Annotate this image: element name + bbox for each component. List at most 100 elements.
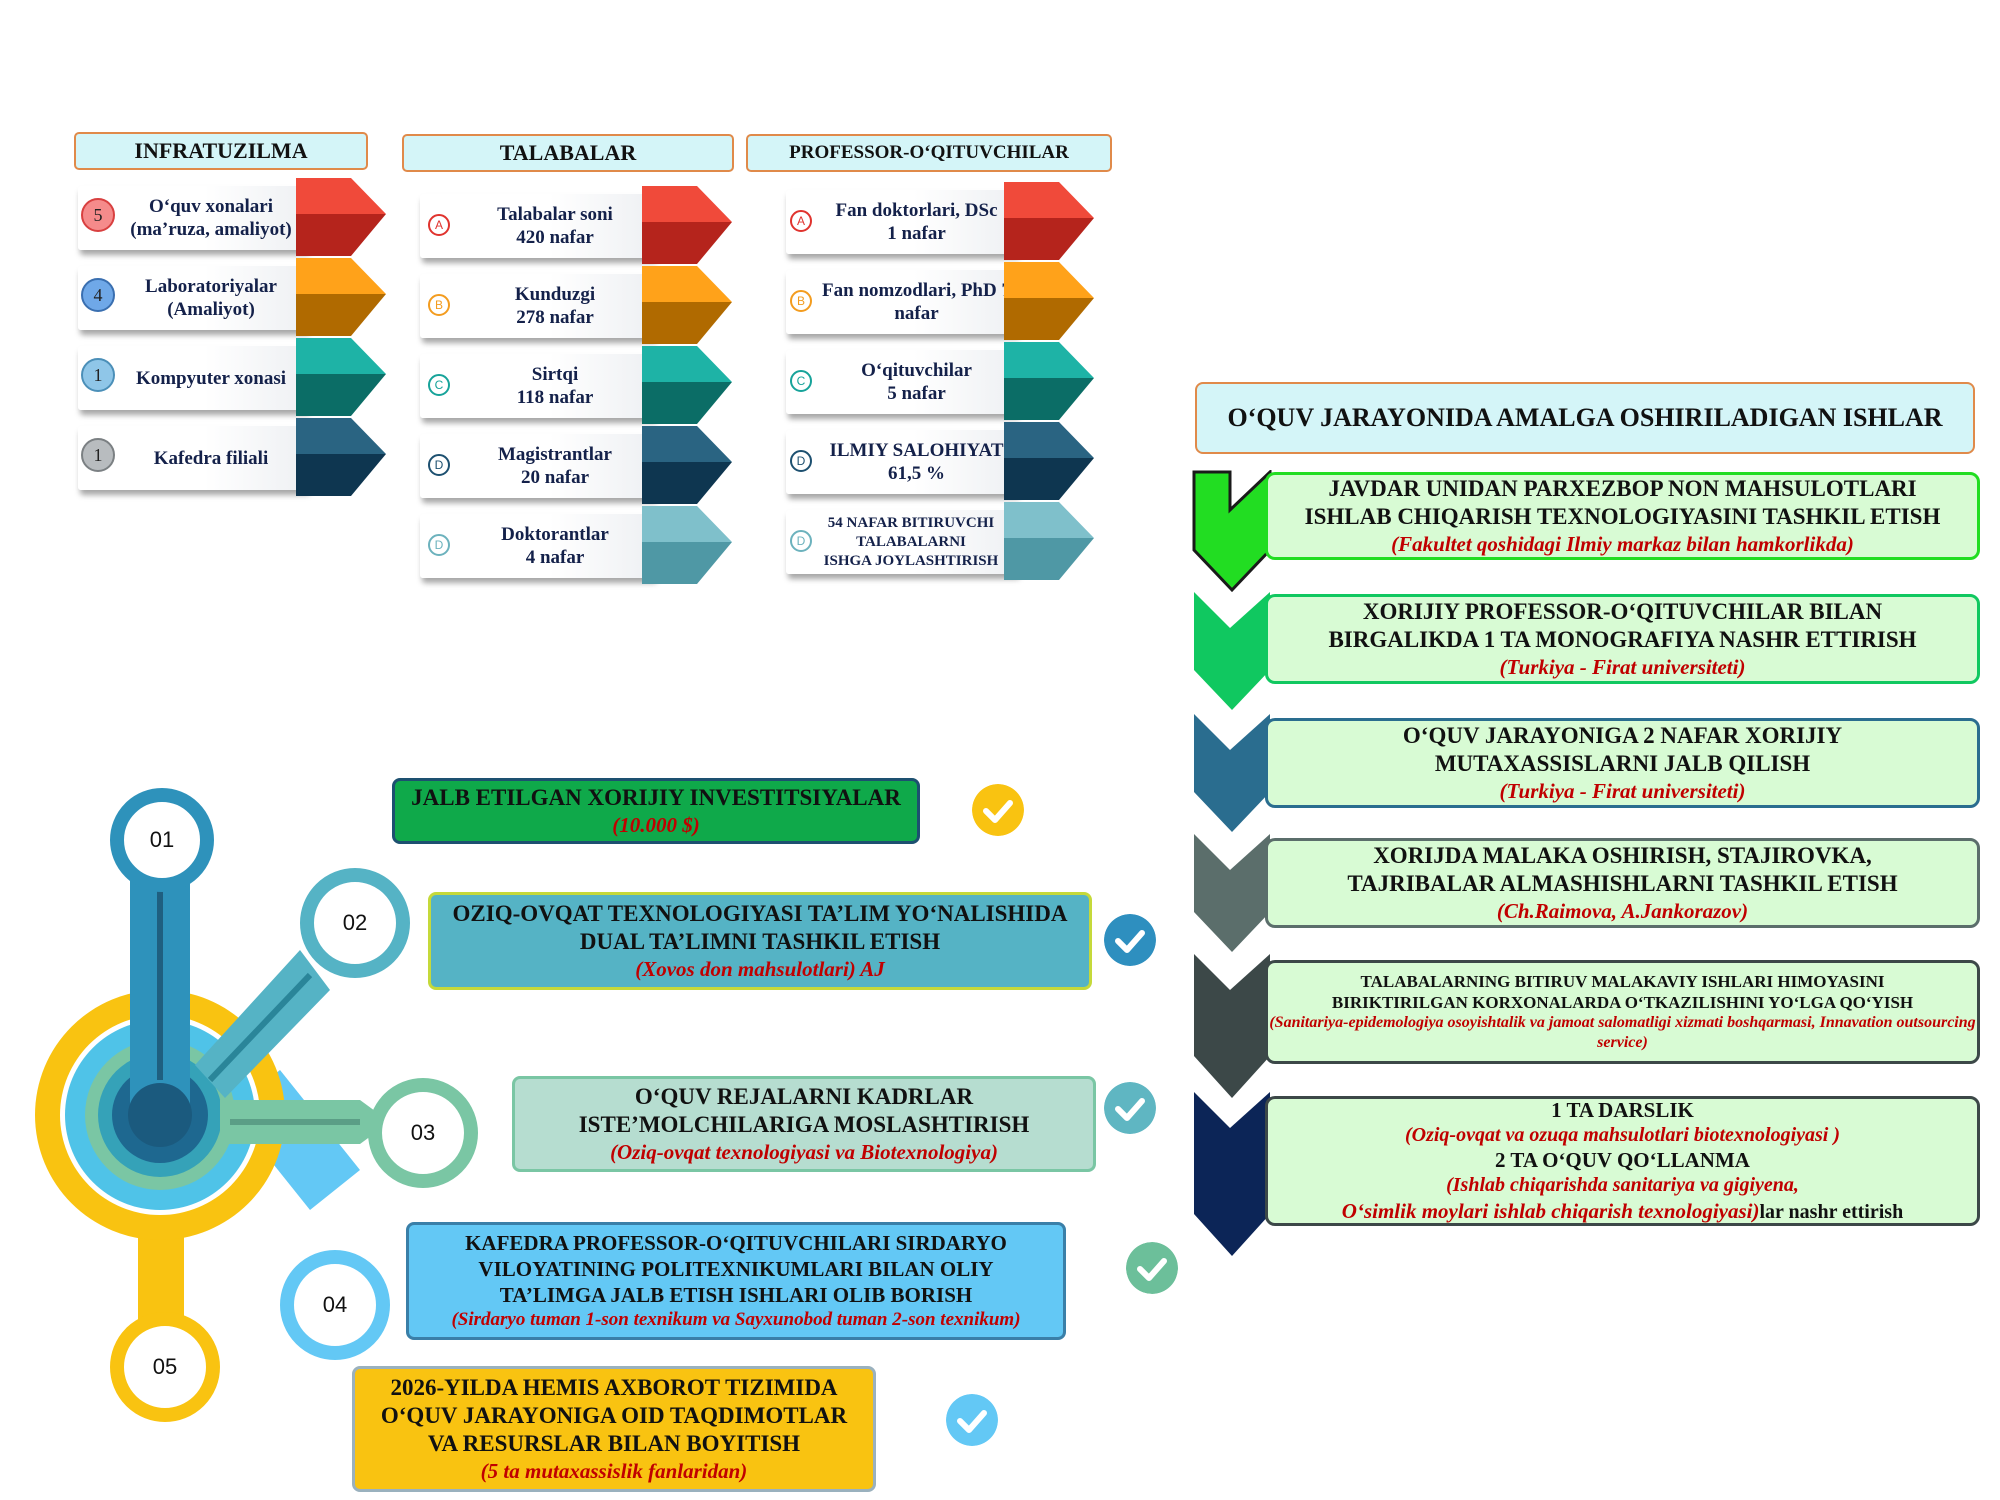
step-subtitle: (Oziq-ovqat va ozuqa mahsulotlari biotex…: [1404, 1123, 1841, 1146]
info-line: VA RESURSLAR BILAN BOYITISH: [427, 1431, 801, 1456]
talaba-item-label: Talabalar soni 420 nafar: [460, 194, 650, 258]
infra-item-label: O‘quv xonalari (ma’ruza, amaliyot): [130, 196, 292, 240]
info-subtitle: (Sirdaryo tuman 1-son texnikum va Sayxun…: [451, 1309, 1021, 1330]
talaba-item-3: C Sirtqi 118 nafar: [420, 346, 740, 426]
step-line: XORIJDA MALAKA OSHIRISH, STAJIROVKA,: [1373, 843, 1872, 868]
infra-item-label: Kafedra filiali: [153, 447, 269, 469]
professor-item-5: D 54 NAFAR BITIRUVCHI TALABALARNI ISHGA …: [786, 502, 1106, 582]
professor-item-3: C O‘qituvchilar 5 nafar: [786, 342, 1106, 422]
info-line: O‘QUV REJALARNI KADRLAR: [634, 1084, 974, 1109]
step-line: O‘QUV JARAYONIGA 2 NAFAR XORIJIY: [1402, 723, 1843, 748]
chevron-arrow-icon: [1004, 342, 1094, 420]
talaba-item-2: B Kunduzgi 278 nafar: [420, 266, 740, 346]
professor-item-label: O‘qituvchilar 5 nafar: [814, 350, 1019, 414]
step-subtitle: (Ch.Raimova, A.Jankorazov): [1496, 899, 1749, 923]
item-title: O‘qituvchilar: [861, 360, 972, 381]
infra-item-label: Kompyuter xonasi: [135, 367, 287, 389]
count-badge: 4: [81, 278, 115, 312]
step-last-line: O‘simlik moylari ishlab chiqarish texnol…: [1268, 1198, 1977, 1225]
step-number-03: 03: [368, 1078, 478, 1188]
chevron-arrow-icon: [642, 506, 732, 584]
item-title: Magistrantlar: [498, 444, 612, 465]
talaba-item-label: Doktorantlar 4 nafar: [460, 514, 650, 578]
check-icon: [1104, 914, 1156, 966]
info-box-1: JALB ETILGAN XORIJIY INVESTITSIYALAR (10…: [392, 778, 920, 844]
chevron-arrow-icon: [1004, 262, 1094, 340]
step-subtitle: (Turkiya - Firat universiteti): [1499, 779, 1746, 803]
check-icon: [1104, 1082, 1156, 1134]
info-subtitle: (Xovos don mahsulotlari) AJ: [635, 957, 885, 981]
item-value: 118 nafar: [516, 387, 594, 408]
step-chevron-icon: [1194, 1092, 1270, 1256]
info-subtitle: (5 ta mutaxassislik fanlaridan): [480, 1459, 748, 1483]
item-value: 420 nafar: [516, 227, 594, 248]
letter-badge: A: [428, 214, 450, 236]
step-subtitle: (Ishlab chiqarishda sanitariya va gigiye…: [1446, 1173, 1799, 1196]
info-box-4: KAFEDRA PROFESSOR-O‘QITUVCHILARI SIRDARY…: [406, 1222, 1066, 1340]
check-icon: [946, 1394, 998, 1446]
professor-item-label: ILMIY SALOHIYAT 61,5 %: [814, 430, 1019, 494]
professor-item-label: Fan doktorlari, DSc 1 nafar: [814, 190, 1019, 254]
chevron-arrow-icon: [1004, 422, 1094, 500]
step-chevron-icon: [1192, 470, 1272, 593]
talabalar-header: TALABALAR: [402, 134, 734, 172]
step-box-6: 1 TA DARSLIK (Oziq-ovqat va ozuqa mahsul…: [1265, 1096, 1980, 1226]
info-line: KAFEDRA PROFESSOR-O‘QITUVCHILARI SIRDARY…: [465, 1231, 1007, 1255]
letter-badge: D: [790, 530, 812, 552]
step-subtitle: (Sanitariya-epidemologiya osoyishtalik v…: [1269, 1014, 1976, 1051]
professor-item-label: 54 NAFAR BITIRUVCHI TALABALARNI ISHGA JO…: [806, 510, 1016, 574]
item-title: Fan nomzodlari, PhD 7: [822, 280, 1011, 301]
letter-badge: B: [790, 290, 812, 312]
info-line: DUAL TA’LIMNI TASHKIL ETISH: [579, 929, 941, 954]
infra-item-4: 1 Kafedra filiali: [78, 418, 388, 498]
item-title: Talabalar soni: [497, 204, 613, 225]
item-value: 1 nafar: [887, 223, 946, 244]
professor-item-4: D ILMIY SALOHIYAT 61,5 %: [786, 422, 1106, 502]
chevron-arrow-icon: [642, 426, 732, 504]
info-line: VILOYATINING POLITEXNIKUMLARI BILAN OLIY: [478, 1257, 994, 1281]
chevron-arrow-icon: [1004, 182, 1094, 260]
infratuzilma-header: INFRATUZILMA: [74, 132, 368, 170]
check-icon: [972, 784, 1024, 836]
letter-badge: D: [428, 534, 450, 556]
step-line: TAJRIBALAR ALMASHISHLARNI TASHKIL ETISH: [1347, 871, 1898, 896]
step-box-1: JAVDAR UNIDAN PARXEZBOP NON MAHSULOTLARI…: [1265, 472, 1980, 560]
step-subtitle: (Turkiya - Firat universiteti): [1499, 655, 1746, 679]
professor-item-2: B Fan nomzodlari, PhD 7 nafar: [786, 262, 1106, 342]
infra-item-1: 5 O‘quv xonalari (ma’ruza, amaliyot): [78, 178, 388, 258]
info-line: OZIQ-OVQAT TEXNOLOGIYASI TA’LIM YO‘NALIS…: [452, 901, 1068, 926]
step-box-5: TALABALARNING BITIRUV MALAKAVIY ISHLARI …: [1265, 960, 1980, 1064]
step-line: 2 TA O‘QUV QO‘LLANMA: [1495, 1147, 1750, 1172]
count-badge: 1: [81, 438, 115, 472]
item-title: Doktorantlar: [501, 524, 609, 545]
item-title: Kunduzgi: [514, 284, 596, 305]
item-value: 5 nafar: [887, 383, 946, 404]
talaba-item-label: Sirtqi 118 nafar: [460, 354, 650, 418]
radial-hub-graphic: [35, 850, 390, 1330]
talaba-item-4: D Magistrantlar 20 nafar: [420, 426, 740, 506]
chevron-arrow-icon: [296, 338, 386, 416]
talaba-item-label: Kunduzgi 278 nafar: [460, 274, 650, 338]
step-number-05: 05: [110, 1312, 220, 1422]
step-line: BIRGALIKDA 1 TA MONOGRAFIYA NASHR ETTIRI…: [1328, 627, 1917, 652]
info-line: TA’LIMGA JALB ETISH ISHLARI OLIB BORISH: [499, 1283, 973, 1307]
item-title: 54 NAFAR BITIRUVCHI TALABALARNI: [827, 514, 995, 550]
step-line: XORIJIY PROFESSOR-O‘QITUVCHILAR BILAN: [1362, 599, 1883, 624]
letter-badge: D: [790, 450, 812, 472]
item-value: ISHGA JOYLASHTIRISH: [823, 552, 999, 569]
letter-badge: D: [428, 454, 450, 476]
step-line: ISHLAB CHIQARISH TEXNOLOGIYASINI TASHKIL…: [1304, 504, 1941, 529]
info-box-5: 2026-YILDA HEMIS AXBOROT TIZIMIDA O‘QUV …: [352, 1366, 876, 1492]
talaba-item-label: Magistrantlar 20 nafar: [460, 434, 650, 498]
item-value: 278 nafar: [516, 307, 594, 328]
info-line: 2026-YILDA HEMIS AXBOROT TIZIMIDA: [390, 1375, 838, 1400]
item-value: 20 nafar: [520, 467, 590, 488]
item-title: Sirtqi: [531, 364, 579, 385]
step-box-2: XORIJIY PROFESSOR-O‘QITUVCHILAR BILAN BI…: [1265, 594, 1980, 684]
check-icon: [1126, 1242, 1178, 1294]
step-chevron-icon: [1194, 714, 1270, 832]
step-line: JAVDAR UNIDAN PARXEZBOP NON MAHSULOTLARI: [1328, 476, 1917, 501]
step-chevron-icon: [1194, 592, 1270, 710]
step-box-3: O‘QUV JARAYONIGA 2 NAFAR XORIJIY MUTAXAS…: [1265, 718, 1980, 808]
count-badge: 1: [81, 358, 115, 392]
